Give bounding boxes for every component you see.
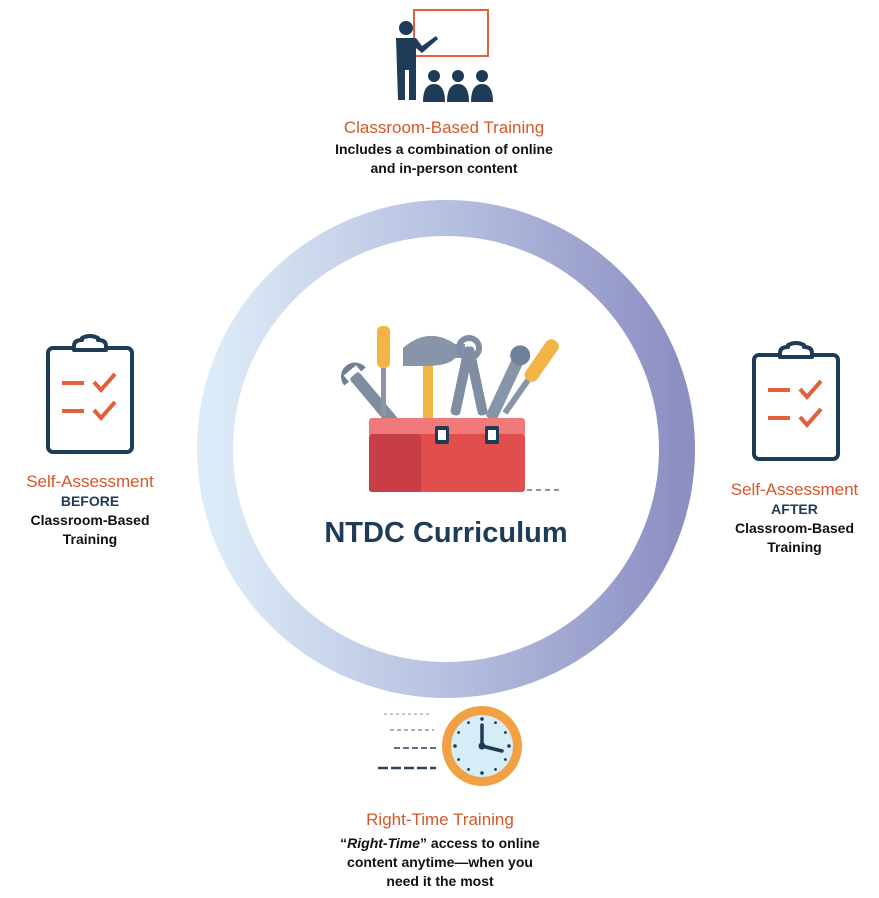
left-line-1: Classroom-Based — [30, 512, 150, 528]
checklist-clipboard-icon — [752, 341, 840, 461]
center-label: NTDC Curriculum — [324, 517, 568, 549]
bottom-line-2: content anytime—when you — [347, 854, 533, 870]
left-line-2: Training — [62, 531, 118, 547]
toolbox-icon — [341, 326, 560, 492]
right-label-block: Self-Assessment AFTER Classroom-Based Tr… — [710, 480, 879, 557]
left-label-block: Self-Assessment BEFORE Classroom-Based T… — [0, 472, 180, 549]
bottom-title: Right-Time Training — [366, 810, 514, 829]
top-title: Classroom-Based Training — [343, 118, 545, 137]
right-qualifier: AFTER — [771, 501, 818, 517]
teacher-classroom-icon — [396, 9, 493, 102]
top-description: Includes a combination of online and in-… — [268, 140, 620, 178]
bottom-line-1-rest: ” access to online — [420, 835, 540, 851]
top-line-2: and in-person content — [370, 160, 518, 176]
quote-open: “ — [340, 835, 348, 851]
right-line-2: Training — [767, 539, 822, 555]
right-title: Self-Assessment — [730, 480, 859, 499]
right-line-1: Classroom-Based — [734, 520, 855, 536]
left-title: Self-Assessment — [26, 472, 154, 491]
left-qualifier: BEFORE — [60, 493, 120, 509]
bottom-line-1: “Right-Time” access to online — [290, 834, 590, 853]
bottom-line-3: need it the most — [386, 873, 494, 889]
checklist-clipboard-icon — [46, 334, 134, 454]
bottom-description: “Right-Time” access to online content an… — [290, 834, 590, 891]
right-time-italic: Right-Time — [347, 835, 421, 851]
top-line-1: Includes a combination of online — [335, 141, 553, 157]
clock-icon — [378, 706, 522, 786]
